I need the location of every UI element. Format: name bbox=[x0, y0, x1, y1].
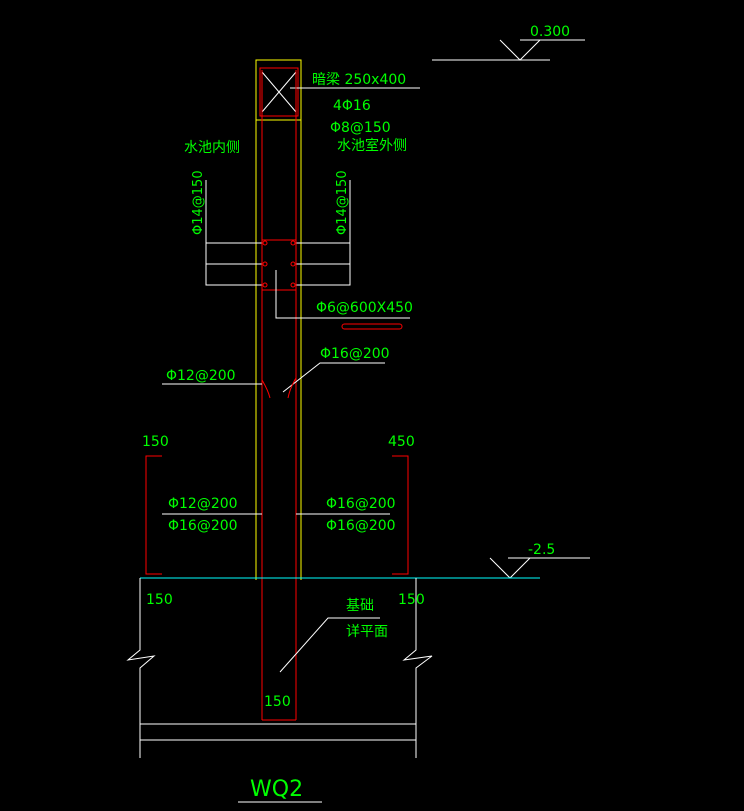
foundation-label-2: 详平面 bbox=[346, 624, 388, 640]
dim-left-top: 150 bbox=[142, 434, 169, 450]
dim-embed: 150 bbox=[264, 694, 291, 710]
bottom-level-label: -2.5 bbox=[528, 542, 555, 558]
outer-side-label: 水池室外侧 bbox=[337, 137, 407, 154]
top-level-label: 0.300 bbox=[530, 24, 570, 40]
tie-bar-label: Φ6@600X450 bbox=[316, 300, 413, 316]
dim-right-top: 450 bbox=[388, 434, 415, 450]
vert-rebar-right-lower-1-label: Φ16@200 bbox=[326, 496, 396, 512]
drawing-title: WQ2 bbox=[238, 777, 322, 803]
horiz-rebar-right-label: Φ14@150 bbox=[335, 170, 350, 235]
concealed-beam: 暗梁 250x400 4Φ16 Φ8@150 bbox=[255, 59, 420, 136]
vert-rebar-right-lower-2-label: Φ16@200 bbox=[326, 518, 396, 534]
beam-main-bar-label: 4Φ16 bbox=[333, 98, 371, 114]
inner-side-label: 水池内侧 bbox=[184, 140, 240, 156]
beam-size-label: 暗梁 250x400 bbox=[312, 72, 406, 88]
lap-bars: 150 450 bbox=[142, 434, 415, 575]
vert-rebar-left-lower-2-label: Φ16@200 bbox=[168, 518, 238, 534]
vertical-rebar-upper: Φ12@200 Φ16@200 bbox=[162, 346, 390, 399]
vert-rebar-left-upper-label: Φ12@200 bbox=[166, 368, 236, 384]
top-level-marker: 0.300 bbox=[432, 24, 585, 61]
bottom-level-marker: -2.5 bbox=[489, 542, 590, 579]
horizontal-rebar: Φ14@150 Φ14@150 bbox=[191, 170, 351, 291]
dim-right-base: 150 bbox=[398, 592, 425, 608]
foundation: 150 150 基础 详平面 150 bbox=[126, 578, 433, 758]
vert-rebar-right-upper-label: Φ16@200 bbox=[320, 346, 390, 362]
dim-left-base: 150 bbox=[146, 592, 173, 608]
horiz-rebar-left-label: Φ14@150 bbox=[191, 170, 206, 235]
vertical-rebar-lower: Φ12@200 Φ16@200 Φ16@200 Φ16@200 bbox=[162, 496, 396, 534]
tie-bar: Φ6@600X450 bbox=[275, 270, 413, 330]
wall-outline bbox=[255, 70, 302, 721]
vert-rebar-left-lower-1-label: Φ12@200 bbox=[168, 496, 238, 512]
beam-stirrup-label: Φ8@150 bbox=[330, 120, 391, 136]
title-label: WQ2 bbox=[250, 777, 303, 802]
foundation-label-1: 基础 bbox=[346, 597, 374, 614]
